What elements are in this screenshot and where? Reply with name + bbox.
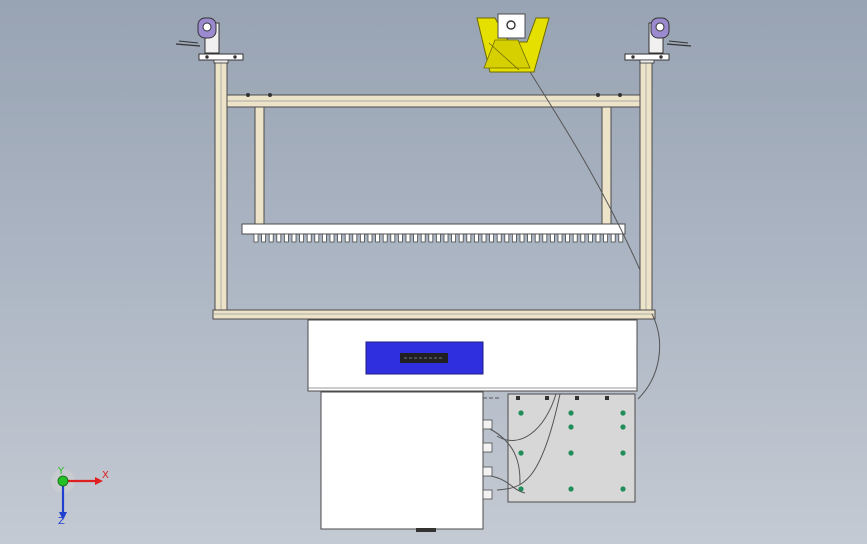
comb-tooth (443, 233, 449, 243)
comb-tooth (359, 233, 365, 243)
comb-tooth (580, 233, 586, 243)
comb-tooth (420, 233, 426, 243)
comb-tooth (375, 233, 381, 243)
comb-tooth (352, 233, 358, 243)
comb-tooth (413, 233, 419, 243)
axis-x-label: X (102, 470, 109, 481)
comb-tooth (344, 233, 350, 243)
right-caster[interactable] (624, 17, 692, 64)
comb-tooth (314, 233, 320, 243)
comb-tooth (261, 233, 267, 243)
comb-tooth (283, 233, 289, 243)
comb-tooth (299, 233, 305, 243)
comb-tooth (321, 233, 327, 243)
left-caster[interactable] (175, 17, 244, 64)
comb-tooth (496, 233, 502, 243)
comb-tooth (397, 233, 403, 243)
top-crossbar[interactable] (216, 93, 643, 108)
comb-tooth (588, 233, 593, 243)
comb-bar[interactable] (241, 223, 626, 243)
axis-z-label: Z (58, 516, 65, 527)
comb-tooth (572, 233, 578, 243)
comb-teeth (253, 233, 624, 243)
bottom-crossbar[interactable] (212, 309, 656, 320)
comb-tooth (565, 233, 570, 243)
comb-tooth (367, 233, 373, 243)
comb-tooth (550, 233, 555, 243)
top-clamp[interactable] (476, 13, 550, 73)
comb-tooth (557, 233, 563, 243)
comb-tooth (466, 233, 472, 243)
comb-tooth (527, 233, 532, 243)
comb-tooth (512, 233, 517, 243)
comb-tooth (428, 233, 434, 243)
comb-tooth (603, 233, 608, 243)
left-hanger-post[interactable] (254, 106, 265, 225)
comb-tooth (504, 233, 510, 243)
comb-tooth (542, 233, 548, 243)
comb-tooth (291, 233, 297, 243)
axis-y-label: Y (57, 466, 65, 477)
terminal-plate[interactable] (507, 393, 636, 503)
comb-tooth (481, 233, 487, 243)
comb-tooth (595, 233, 601, 243)
cabinet-connectors (482, 397, 500, 500)
comb-tooth (618, 233, 624, 243)
comb-tooth (253, 233, 259, 243)
comb-tooth (519, 233, 525, 243)
comb-tooth (268, 233, 274, 243)
coordinate-triad[interactable]: X Y Z (51, 466, 109, 527)
comb-tooth (306, 233, 312, 243)
comb-tooth (435, 233, 441, 243)
comb-tooth (489, 233, 495, 243)
comb-tooth (610, 233, 616, 243)
comb-tooth (337, 233, 343, 243)
right-frame-post[interactable] (639, 61, 653, 315)
comb-tooth (473, 233, 479, 243)
comb-tooth (329, 233, 335, 243)
comb-tooth (534, 233, 540, 243)
left-frame-post[interactable] (214, 61, 228, 315)
comb-tooth (276, 233, 282, 243)
cables (489, 55, 661, 494)
comb-tooth (458, 233, 464, 243)
lower-cabinet[interactable] (320, 391, 484, 532)
comb-tooth (382, 233, 388, 243)
comb-tooth (405, 233, 411, 243)
display-panel[interactable] (365, 341, 484, 375)
comb-tooth (451, 233, 457, 243)
comb-tooth (390, 233, 396, 243)
